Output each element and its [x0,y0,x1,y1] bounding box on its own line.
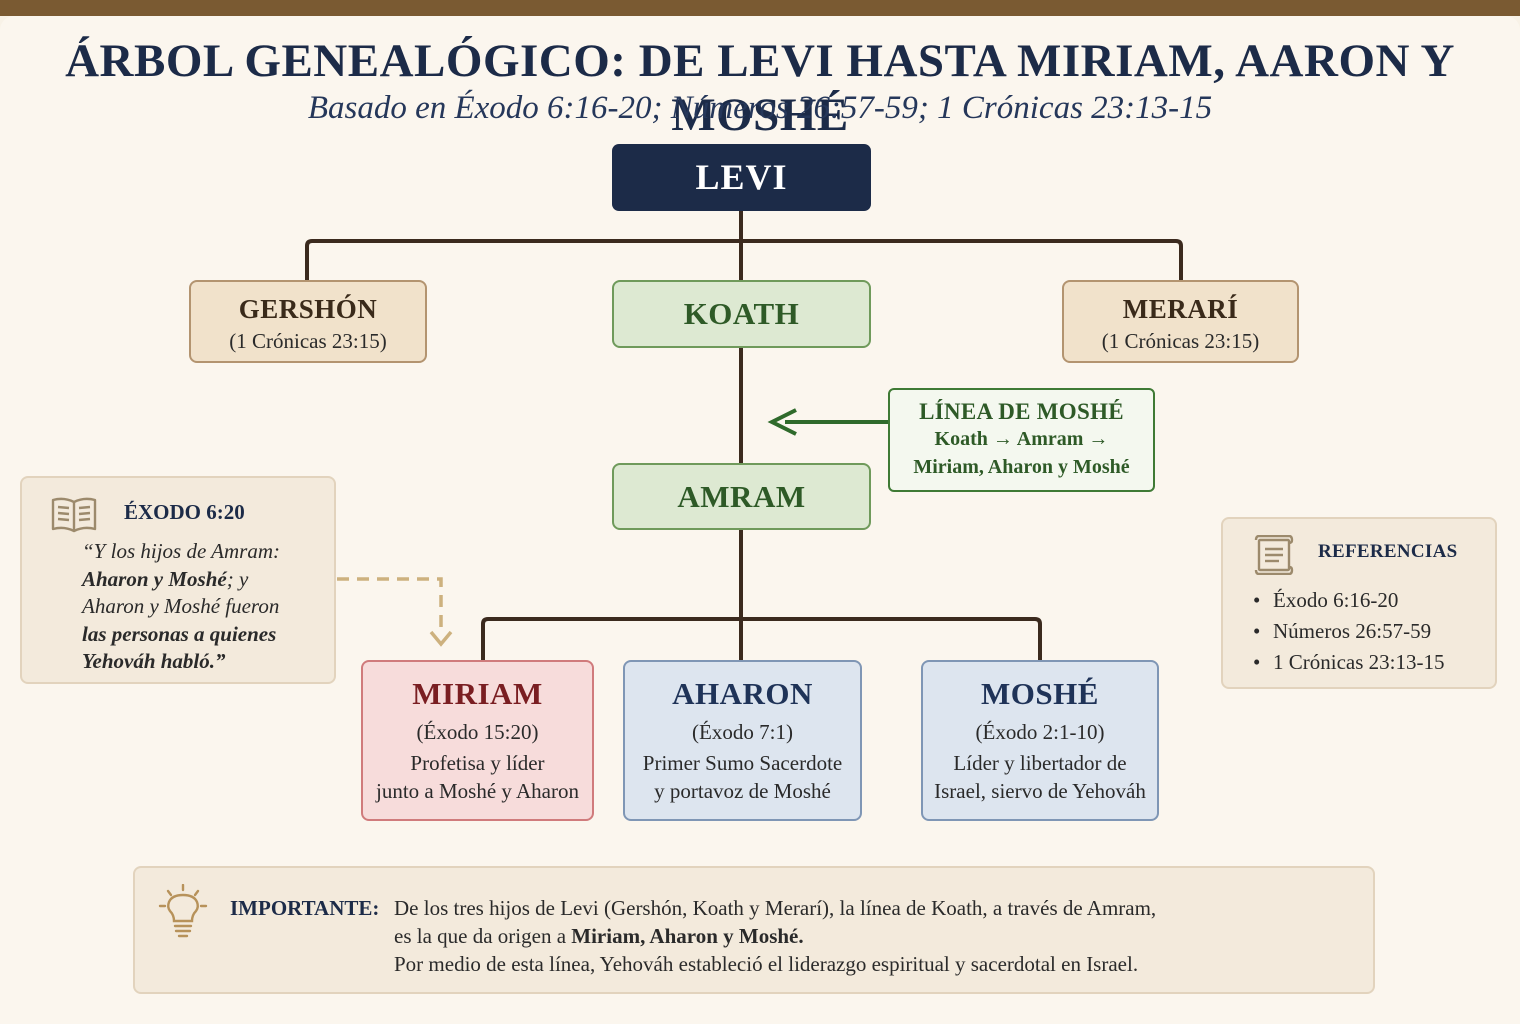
moshe-line-line1: Koath → Amram → [934,428,1109,450]
merari-name: MERARÍ [1122,294,1239,324]
moshe-line-line2: Miriam, Aharon y Moshé [913,456,1130,478]
important-label: IMPORTANTE: [230,896,380,920]
moshe-desc-line1: Líder y libertador de [953,751,1127,775]
moshe-line-box: LÍNEA DE MOSHÉ Koath → Amram → Miriam, A… [888,388,1155,492]
important-line3: Por medio de esta línea, Yehováh estable… [394,952,1139,976]
merari-ref: (1 Crónicas 23:15) [1101,329,1260,353]
important-box: IMPORTANTE: De los tres hijos de Levi (G… [133,866,1375,994]
miriam-ref: (Éxodo 15:20) [416,720,539,744]
connector-levi-branch [305,239,1183,280]
reference-item: Números 26:57-59 [1253,616,1444,647]
moshe-desc-line2: Israel, siervo de Yehováh [934,779,1146,803]
node-miriam: MIRIAM (Éxodo 15:20) Profetisa y líder j… [361,660,594,821]
exodus-quote-line4: las personas a quienes [82,621,332,649]
exodus-note-title: ÉXODO 6:20 [124,500,245,524]
important-text: De los tres hijos de Levi (Gershón, Koat… [394,894,1156,978]
node-moshe: MOSHÉ (Éxodo 2:1-10) Líder y libertador … [921,660,1159,821]
miriam-name: MIRIAM [412,676,543,711]
aharon-ref: (Éxodo 7:1) [692,720,793,744]
scroll-icon [1254,535,1294,575]
moshe-line-title: LÍNEA DE MOSHÉ [919,399,1124,424]
miriam-desc: Profetisa y líder junto a Moshé y Aharon [363,749,592,805]
miriam-desc-line2: junto a Moshé y Aharon [376,779,579,803]
exodus-quote-line1: “Y los hijos de Amram: [82,539,280,563]
top-border [0,0,1520,16]
node-merari: MERARÍ (1 Crónicas 23:15) [1062,280,1299,363]
references-box: REFERENCIAS Éxodo 6:16-20 Números 26:57-… [1221,517,1497,689]
important-line2: es la que da origen a Miriam, Aharon y M… [394,922,1156,950]
exodus-dashed-arrow [337,577,453,647]
node-aharon: AHARON (Éxodo 7:1) Primer Sumo Sacerdote… [623,660,862,821]
reference-item: Éxodo 6:16-20 [1253,585,1444,616]
gershon-ref: (1 Crónicas 23:15) [229,329,387,353]
exodus-quote-line2: Aharon y Moshé; y [82,566,332,594]
important-line1: De los tres hijos de Levi (Gershón, Koat… [394,896,1157,920]
important-line2-bold: Miriam, Aharon y Moshé. [571,924,804,948]
connector-children-branch [481,617,1042,660]
gershon-name: GERSHÓN [238,294,378,324]
moshe-desc: Líder y libertador de Israel, siervo de … [923,749,1157,805]
exodus-quote-line2-rest: ; y [226,566,249,591]
miriam-desc-line1: Profetisa y líder [410,751,545,775]
references-title: REFERENCIAS [1318,541,1458,562]
amram-name: AMRAM [677,479,806,514]
node-levi: LEVI [612,144,871,211]
exodus-quote-line5: Yehováh habló.” [82,648,332,676]
reference-item: 1 Crónicas 23:13-15 [1253,647,1444,678]
important-line2-pre: es la que da origen a [394,924,572,948]
aharon-desc: Primer Sumo Sacerdote y portavoz de Mosh… [625,749,860,805]
moshe-name: MOSHÉ [981,676,1099,711]
exodus-note-box: ÉXODO 6:20 “Y los hijos de Amram: Aharon… [20,476,336,684]
page-subtitle: Basado en Éxodo 6:16-20; Números 26:57-5… [307,90,1213,126]
node-gershon: GERSHÓN (1 Crónicas 23:15) [189,280,427,363]
aharon-name: AHARON [672,676,813,711]
aharon-desc-line2: y portavoz de Moshé [654,779,831,803]
exodus-quote-line5-bold: Yehováh habló.” [82,649,226,673]
node-koath: KOATH [612,280,871,348]
moshe-ref: (Éxodo 2:1-10) [975,720,1105,744]
references-list: Éxodo 6:16-20 Números 26:57-59 1 Crónica… [1253,585,1444,678]
page-title: ÁRBOL GENEALÓGICO: DE LEVI HASTA MIRIAM,… [65,35,1455,141]
exodus-quote: “Y los hijos de Amram: Aharon y Moshé; y… [82,538,332,676]
moshe-line-arrow [767,408,888,436]
lightbulb-icon [158,884,208,938]
node-amram: AMRAM [612,463,871,530]
open-book-icon [51,497,97,533]
exodus-quote-bold: Aharon y Moshé [82,566,227,591]
exodus-quote-line3: Aharon y Moshé fueron [82,594,280,618]
aharon-desc-line1: Primer Sumo Sacerdote [642,751,843,775]
koath-name: KOATH [683,296,800,331]
exodus-quote-line4-bold: las personas a quienes [82,621,277,646]
